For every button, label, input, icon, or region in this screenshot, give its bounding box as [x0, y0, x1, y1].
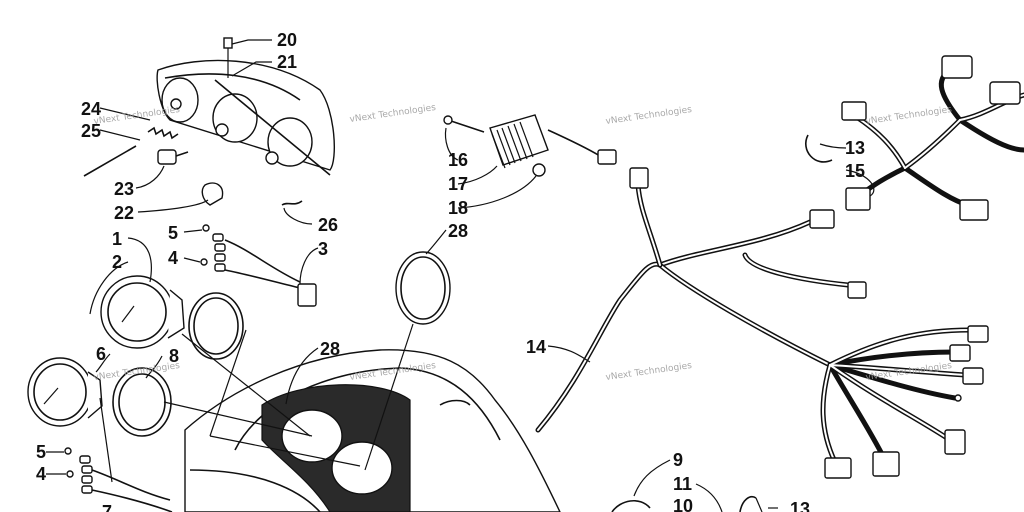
part-label-5-upper: 5: [168, 223, 178, 243]
part-label-21: 22: [114, 203, 134, 223]
part-label-10: 10: [673, 496, 693, 512]
part-label-19: 20: [277, 30, 297, 50]
part-label-18: 18: [448, 198, 468, 218]
part-label-4-upper: 4: [168, 248, 178, 268]
part-label-23: 24: [81, 99, 101, 119]
watermark: vNext Technologies: [865, 105, 953, 127]
part-label-11: 11: [673, 474, 692, 494]
part-label-26: 28: [448, 221, 468, 241]
watermark: vNext Technologies: [605, 105, 693, 127]
part-number-labels: 20 21 24 25 23 22 26 1 2 5 4 3 6 8 5 4 7…: [36, 30, 865, 512]
bulb-pins-lower: [64, 397, 173, 512]
watermark: vNext Technologies: [93, 105, 181, 127]
watermark: vNext Technologies: [93, 361, 181, 383]
part-label-1: 1: [112, 229, 122, 249]
bezel-ring: [364, 251, 451, 471]
part-label-15: 15: [845, 161, 865, 181]
part-label-16: 16: [448, 150, 468, 170]
headlight-assembly: [83, 37, 335, 206]
leader-lines: [46, 39, 875, 512]
part-label-3: 3: [318, 239, 328, 259]
part-label-25: 26: [318, 215, 338, 235]
voltage-regulator: [443, 114, 617, 177]
part-label-24: 25: [81, 121, 101, 141]
watermark: vNext Technologies: [865, 361, 953, 383]
part-label-13-lower: 13: [790, 499, 810, 512]
gauge-lower: [27, 357, 172, 437]
bulb-pins-upper: [200, 224, 317, 307]
part-label-7: 7: [102, 502, 112, 512]
dash-pod: [184, 349, 561, 512]
part-label-4-lower: 4: [36, 464, 46, 484]
wiring-harness: [535, 55, 1024, 479]
part-label-22: 23: [114, 179, 134, 199]
part-label-13-upper: 13: [845, 138, 865, 158]
part-label-14: 14: [526, 337, 546, 357]
part-label-8: 8: [169, 346, 179, 366]
watermark: vNext Technologies: [605, 361, 693, 383]
bottom-parts: [611, 496, 763, 512]
part-label-2: 2: [112, 252, 122, 272]
watermark: vNext Technologies: [349, 103, 437, 125]
part-label-6: 6: [96, 344, 106, 364]
part-label-28: 28: [320, 339, 340, 359]
part-label-5-lower: 5: [36, 442, 46, 462]
part-label-20: 21: [277, 52, 297, 72]
gauge-upper: [100, 275, 244, 360]
part-label-17: 17: [448, 174, 468, 194]
part-label-9: 9: [673, 450, 683, 470]
